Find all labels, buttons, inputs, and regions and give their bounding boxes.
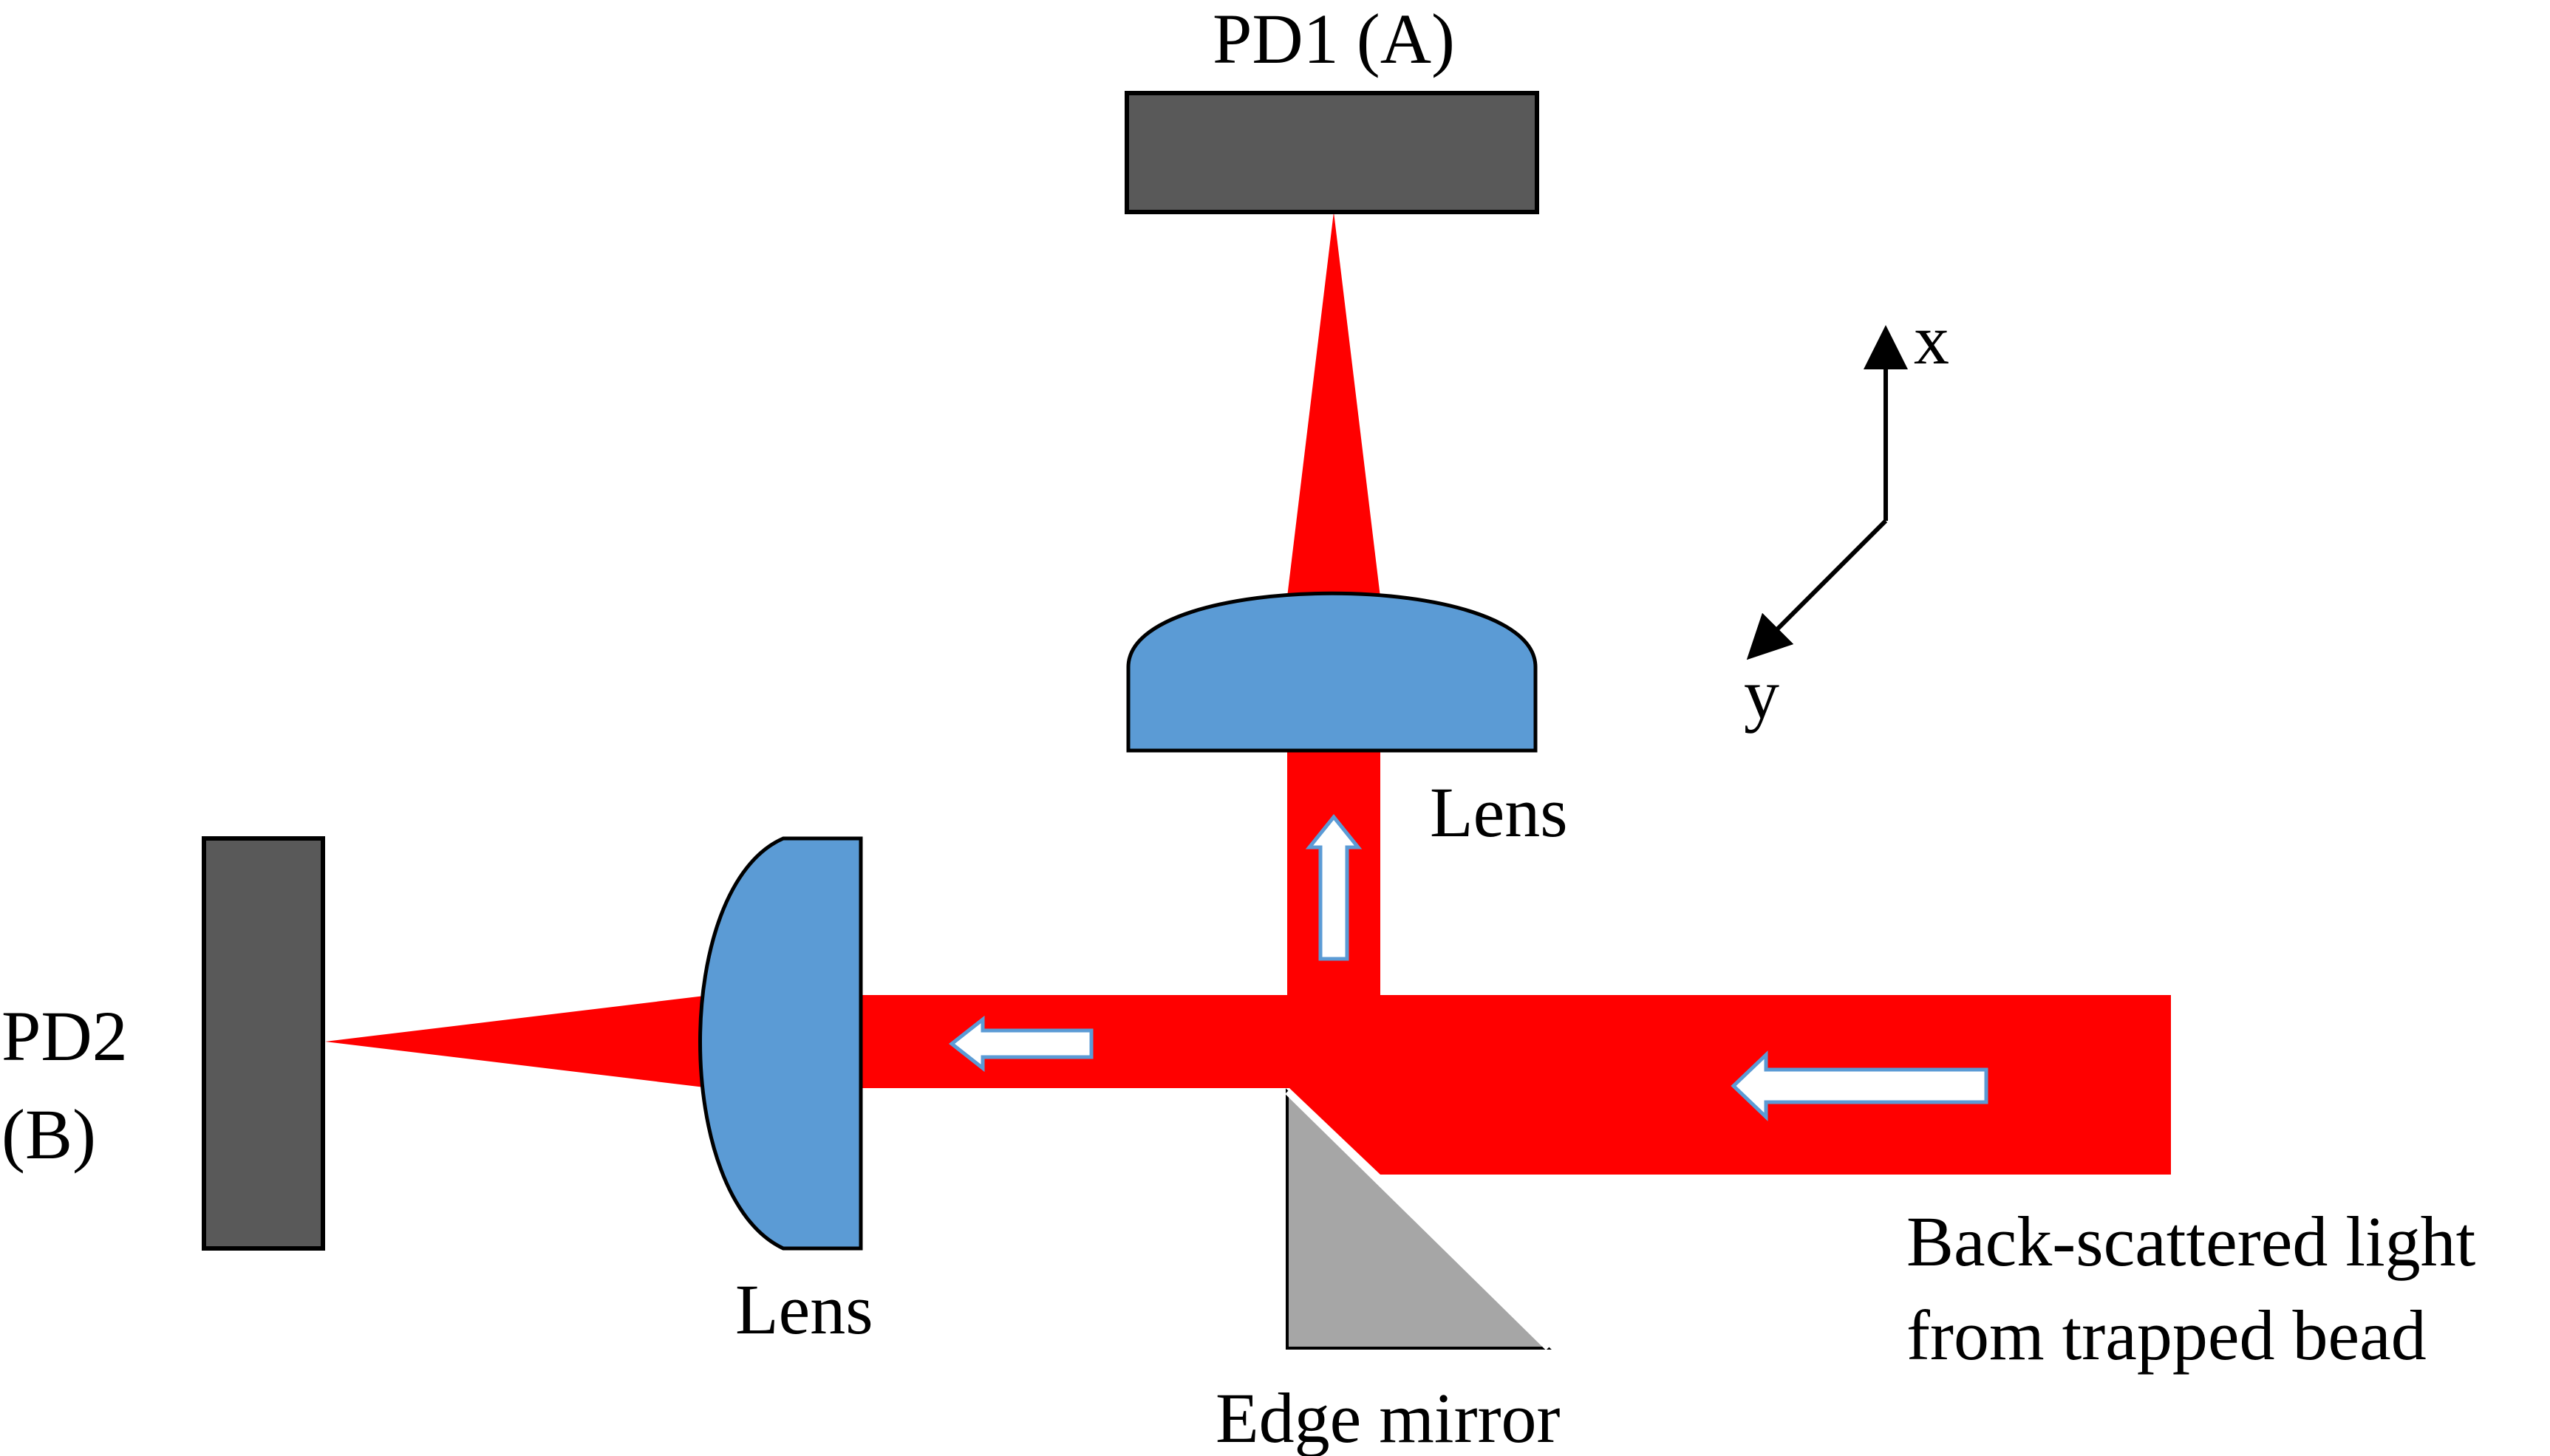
label-pd2-line2: (B) — [1, 1095, 96, 1174]
detector-pd2 — [202, 836, 325, 1251]
lens-left — [698, 836, 863, 1251]
label-source-line1: Back-scattered light — [1906, 1202, 2476, 1281]
mirror-face — [1285, 1090, 1550, 1350]
focused-beam-pd2 — [325, 995, 711, 1088]
label-axis-y: y — [1744, 654, 1779, 734]
label-source-line2: from trapped bead — [1906, 1296, 2427, 1375]
direction-arrow-incoming-icon — [1731, 1050, 1988, 1121]
axis-y-arrow-icon — [1746, 519, 1888, 660]
focused-beam-pd1 — [1287, 212, 1380, 597]
label-pd2-line1: PD2 — [1, 997, 128, 1076]
label-pd1: PD1 (A) — [1213, 0, 1455, 78]
coordinate-axes — [1746, 325, 1908, 660]
direction-arrow-reflected-icon — [1305, 814, 1363, 961]
detector-pd1 — [1125, 91, 1539, 214]
label-lens-left: Lens — [735, 1270, 873, 1349]
label-axis-x: x — [1914, 300, 1949, 379]
label-edge-mirror: Edge mirror — [1216, 1378, 1561, 1456]
label-lens-top: Lens — [1430, 773, 1568, 852]
direction-arrow-transmitted-icon — [948, 1015, 1094, 1073]
incoming-beam — [1289, 995, 2171, 1175]
lens-top — [1126, 591, 1538, 753]
beams — [325, 212, 2171, 1175]
